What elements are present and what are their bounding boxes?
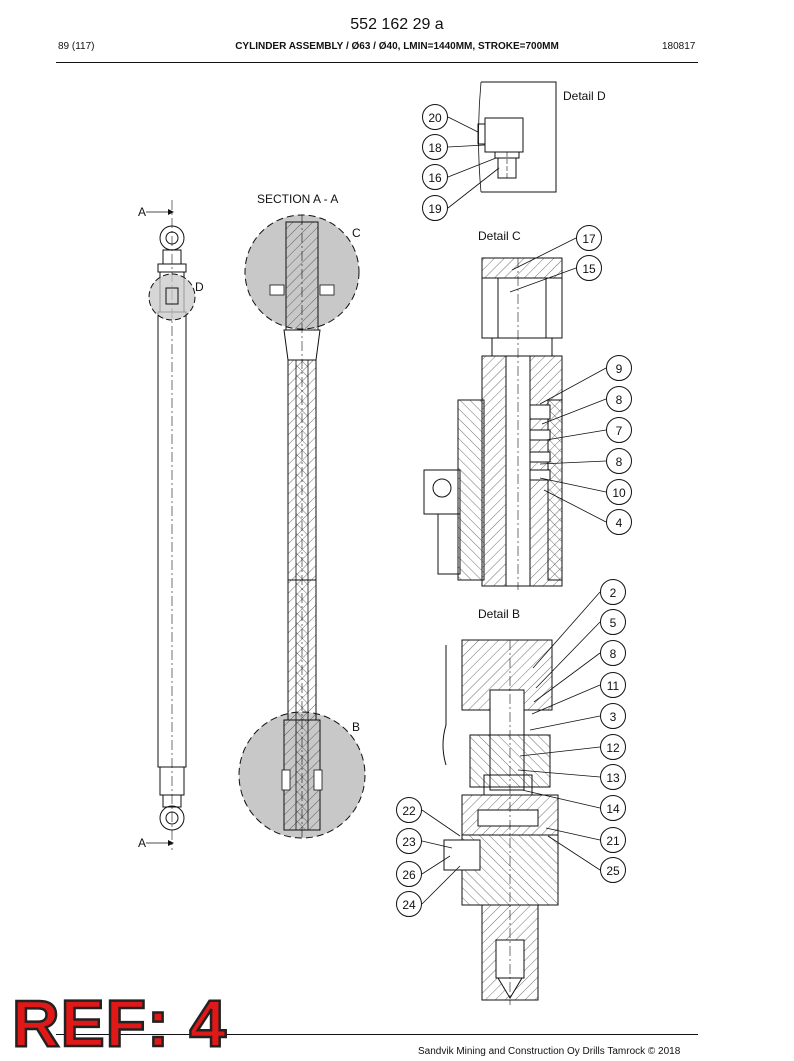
callout-7: 7 bbox=[606, 417, 632, 443]
callout-8: 8 bbox=[600, 640, 626, 666]
footer-rule bbox=[56, 1034, 698, 1035]
document-number: 552 162 29 a bbox=[350, 16, 444, 33]
callout-26: 26 bbox=[396, 861, 422, 887]
callout-14: 14 bbox=[600, 795, 626, 821]
detail-c-drawing bbox=[423, 257, 563, 590]
callout-19: 19 bbox=[422, 195, 448, 221]
callout-22: 22 bbox=[396, 797, 422, 823]
callout-25: 25 bbox=[600, 857, 626, 883]
detail-d-circle bbox=[148, 273, 196, 321]
callout-21: 21 bbox=[600, 827, 626, 853]
detail-c-leaders bbox=[509, 237, 607, 523]
detail-b-drawing bbox=[442, 639, 559, 1005]
section-marker-a-top: A bbox=[138, 205, 147, 219]
page-number: 89 (117) bbox=[58, 41, 95, 52]
callout-13: 13 bbox=[600, 764, 626, 790]
callout-16: 16 bbox=[422, 164, 448, 190]
detail-b-leaders bbox=[421, 591, 601, 905]
callout-12: 12 bbox=[600, 734, 626, 760]
callout-9: 9 bbox=[606, 355, 632, 381]
callout-17: 17 bbox=[576, 225, 602, 251]
detail-marker-d: D bbox=[195, 280, 204, 294]
callout-18: 18 bbox=[422, 134, 448, 160]
section-marker-a-bottom: A bbox=[138, 836, 147, 850]
detail-c-title: Detail C bbox=[478, 229, 521, 243]
header-rule bbox=[56, 62, 698, 63]
callout-23: 23 bbox=[396, 828, 422, 854]
detail-marker-c: C bbox=[352, 226, 361, 240]
callout-8: 8 bbox=[606, 386, 632, 412]
callout-2: 2 bbox=[600, 579, 626, 605]
footer-copyright: Sandvik Mining and Construction Oy Drill… bbox=[418, 1046, 681, 1057]
detail-b-title: Detail B bbox=[478, 607, 521, 621]
callout-24: 24 bbox=[396, 891, 422, 917]
section-a-a-view bbox=[238, 214, 366, 840]
callout-5: 5 bbox=[600, 609, 626, 635]
callout-20: 20 bbox=[422, 104, 448, 130]
ref-stamp: REF: 4 bbox=[11, 985, 228, 1061]
section-a-a-label: SECTION A - A bbox=[257, 192, 339, 206]
detail-d-leaders bbox=[447, 116, 500, 209]
callout-15: 15 bbox=[576, 255, 602, 281]
callout-10: 10 bbox=[606, 479, 632, 505]
page-title: CYLINDER ASSEMBLY / Ø63 / Ø40, LMIN=1440… bbox=[235, 41, 559, 52]
callout-4: 4 bbox=[606, 509, 632, 535]
date-code: 180817 bbox=[662, 41, 696, 52]
callout-8: 8 bbox=[606, 448, 632, 474]
callout-3: 3 bbox=[600, 703, 626, 729]
detail-d-title: Detail D bbox=[563, 89, 606, 103]
detail-marker-b: B bbox=[352, 720, 361, 734]
callout-11: 11 bbox=[600, 672, 626, 698]
detail-d-drawing bbox=[477, 81, 557, 193]
